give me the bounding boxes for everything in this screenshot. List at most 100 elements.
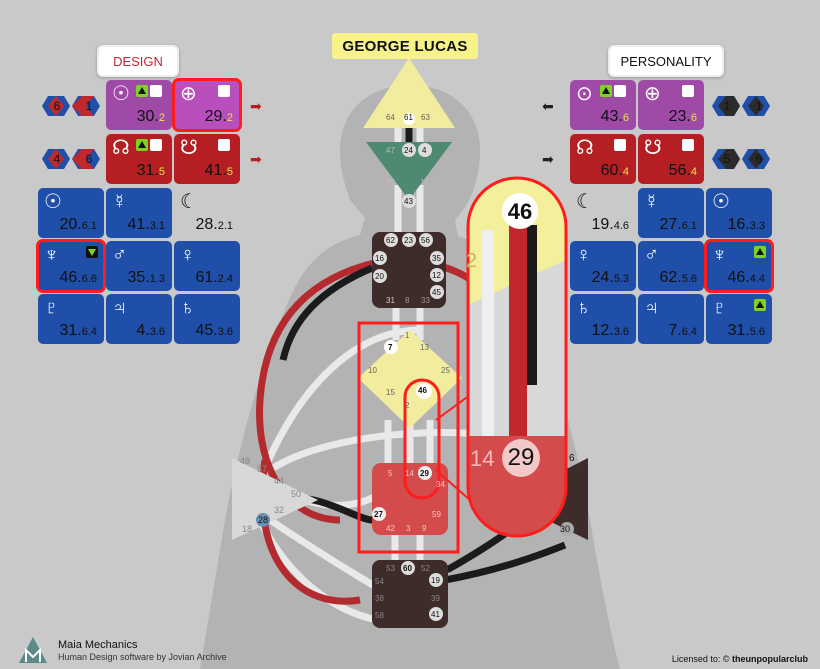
license-user[interactable]: theunpopularclub <box>732 654 808 664</box>
venus-icon: ♀ <box>180 244 195 266</box>
personality-planet-cell[interactable]: ♆ 46.4.4 <box>704 239 774 293</box>
personality-hex-top-right: 1 <box>755 99 763 113</box>
ajna-center <box>366 142 452 200</box>
design-planet-cell[interactable]: ☉ 20.6.1 <box>38 188 104 238</box>
spleen-gate-32: 32 <box>274 505 285 515</box>
zoom-gate-29-circle <box>502 439 540 477</box>
spleen-gate-18: 18 <box>242 524 253 534</box>
personality-sun-cell[interactable]: ⊙ 43.6 <box>570 80 636 130</box>
exalted-icon <box>754 299 766 311</box>
personality-hexagram-bottom <box>712 149 770 169</box>
spleen-center <box>232 458 318 540</box>
g-gate-1: 1 <box>405 331 410 340</box>
personality-south-node-value: 56.4 <box>668 162 697 179</box>
sun-icon: ☉ <box>44 191 62 213</box>
g-gate-15: 15 <box>386 388 395 397</box>
head-center <box>363 58 455 128</box>
personality-earth-cell[interactable]: ⊕ 23.6 <box>638 80 704 130</box>
sacral-center <box>372 463 448 535</box>
root-gate-39: 39 <box>431 594 440 603</box>
design-planet-cell[interactable]: ♇ 31.6.4 <box>38 294 104 344</box>
design-south-node-cell[interactable]: ☋ 41.5 <box>174 134 240 184</box>
personality-label[interactable]: PERSONALITY <box>608 45 724 77</box>
design-north-node-cell[interactable]: ☊ 31.5 <box>106 134 172 184</box>
spleen-gate-44: 44 <box>274 476 285 486</box>
flag-icon <box>218 139 230 151</box>
footer-license: Licensed to: © theunpopularclub <box>672 654 808 664</box>
design-planet-cell[interactable]: ♂ 35.1.3 <box>106 241 172 291</box>
throat-gate-8: 8 <box>405 296 410 305</box>
jupiter-icon: ♃ <box>644 297 659 319</box>
personality-planet-cell[interactable]: ♄ 12.3.6 <box>570 294 636 344</box>
sacral-gate-29: 29 <box>420 469 429 478</box>
g-gate-10: 10 <box>368 366 377 375</box>
pluto-icon: ♇ <box>44 297 59 319</box>
root-gate-41: 41 <box>431 610 440 619</box>
jupiter-icon: ♃ <box>112 297 127 319</box>
design-planet-cell[interactable]: ♆ 46.6.6 <box>36 239 106 293</box>
g-gate-7: 7 <box>388 343 393 352</box>
personality-north-node-value: 60.4 <box>600 162 629 179</box>
design-sun-cell[interactable]: ☉ 30.2 <box>106 80 172 130</box>
design-planet-cell[interactable]: ♄ 45.3.6 <box>174 294 240 344</box>
personality-south-node-cell[interactable]: ☋ 56.4 <box>638 134 704 184</box>
personality-north-node-cell[interactable]: ☊ 60.4 <box>570 134 636 184</box>
personality-planet-cell[interactable]: ♃ 7.6.4 <box>638 294 704 344</box>
throat-gate-43: 43 <box>404 197 413 206</box>
zoom-capsule-outline <box>466 176 568 538</box>
head-gate-64: 64 <box>386 113 395 122</box>
throat-gate-23: 23 <box>404 236 413 245</box>
mars-icon: ♂ <box>644 244 659 266</box>
personality-planet-cell[interactable]: ♀ 24.5.3 <box>570 241 636 291</box>
root-gate-54: 54 <box>375 577 384 586</box>
venus-icon: ♀ <box>576 244 591 266</box>
design-planet-cell[interactable]: ☿ 41.3.1 <box>106 188 172 238</box>
sun-icon: ☉ <box>712 191 730 213</box>
ajna-gate-4: 4 <box>422 146 427 155</box>
personality-planet-cell[interactable]: ♂ 62.5.6 <box>638 241 704 291</box>
personality-planet-cell[interactable]: ♇ 31.5.6 <box>706 294 772 344</box>
earth-icon: ⊕ <box>180 83 197 105</box>
design-planet-cell[interactable]: ♀ 61.2.4 <box>174 241 240 291</box>
root-center <box>372 560 448 628</box>
ajna-gate-11: 11 <box>420 178 429 187</box>
zoom-root-6: 6 <box>569 453 575 464</box>
sacral-gate-27: 27 <box>374 510 383 519</box>
design-label[interactable]: DESIGN <box>97 45 179 77</box>
exalted-icon <box>754 246 766 258</box>
saturn-icon: ♄ <box>180 297 195 319</box>
personality-planet-cell[interactable]: ☿ 27.6.1 <box>638 188 704 238</box>
south-node-icon: ☋ <box>644 137 662 159</box>
design-earth-cell[interactable]: ⊕ 29.2 <box>172 78 242 132</box>
root-gate-19: 19 <box>431 576 440 585</box>
personality-hexagram-top <box>712 96 770 116</box>
design-earth-value: 29.2 <box>204 108 233 125</box>
saturn-icon: ♄ <box>576 297 591 319</box>
root-gate-53: 53 <box>386 564 395 573</box>
zoom-gate-46: 46 <box>507 199 533 224</box>
sacral-gate-42: 42 <box>386 524 395 533</box>
mars-icon: ♂ <box>112 244 127 266</box>
solar-gate-30: 30 <box>560 524 571 534</box>
design-planet-cell[interactable]: ♃ 4.3.6 <box>106 294 172 344</box>
ajna-gate-47: 47 <box>386 146 395 155</box>
design-arrow-top-icon: ➡ <box>250 98 262 114</box>
sun-icon: ⊙ <box>576 83 593 105</box>
design-planet-cell[interactable]: ☾ 28.2.1 <box>180 191 233 233</box>
throat-gate-20: 20 <box>375 272 384 281</box>
highlight-box <box>357 321 460 554</box>
throat-gate-35: 35 <box>432 254 441 263</box>
detriment-icon <box>86 246 98 258</box>
root-gate-52: 52 <box>421 564 430 573</box>
personality-planet-cell[interactable]: ☾ 19.4.6 <box>576 191 629 233</box>
exalted-icon <box>136 139 148 151</box>
personality-hex-top-left: 1 <box>723 99 731 113</box>
design-north-node-value: 31.5 <box>136 162 165 179</box>
design-hexagram-bottom <box>42 149 100 169</box>
root-gate-58: 58 <box>375 611 384 620</box>
flag-icon <box>682 139 694 151</box>
spleen-gate-48: 48 <box>240 456 251 466</box>
personality-planet-cell[interactable]: ☉ 16.3.3 <box>706 188 772 238</box>
moon-icon: ☾ <box>576 191 594 213</box>
